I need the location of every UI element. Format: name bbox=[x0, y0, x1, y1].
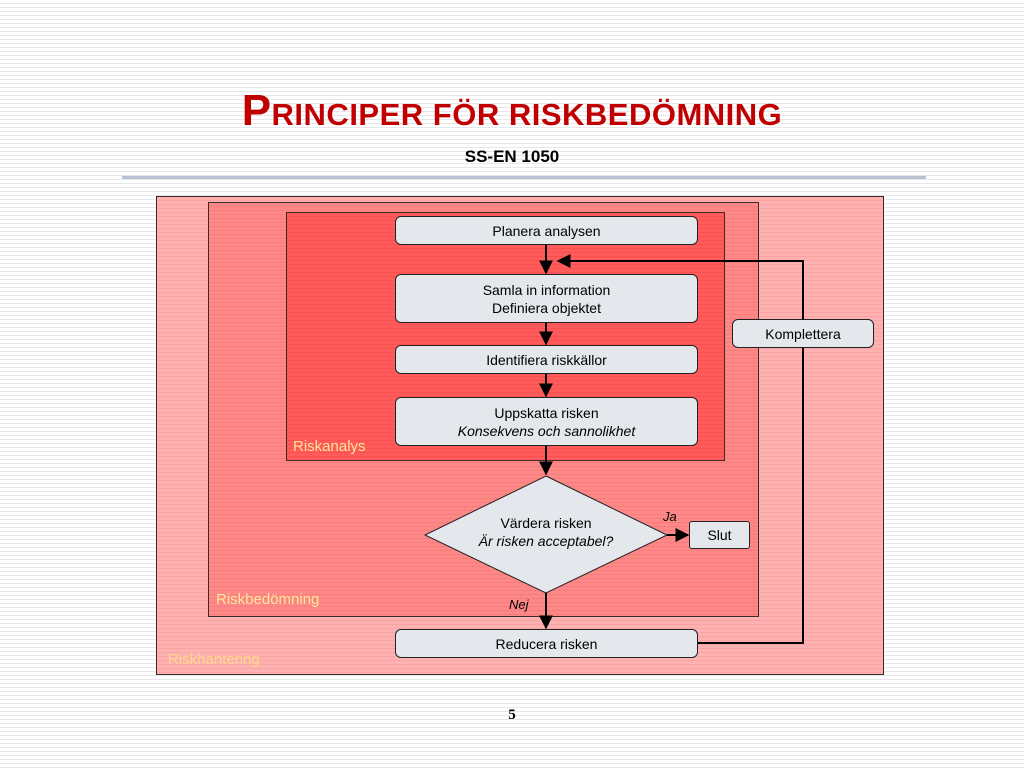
step-estimate-risk: Uppskatta risken Konsekvens och sannolik… bbox=[395, 397, 698, 446]
step-estimate-risk-line1: Uppskatta risken bbox=[494, 404, 599, 421]
step-evaluate-risk-text: Värdera risken Är risken acceptabel? bbox=[440, 514, 652, 550]
title-divider bbox=[122, 176, 926, 179]
step-collect-information-line1: Samla in information bbox=[482, 281, 611, 298]
step-end: Slut bbox=[689, 521, 750, 549]
zone-riskhantering-label: Riskhantering bbox=[168, 651, 260, 668]
edge-label-no: Nej bbox=[509, 597, 529, 612]
step-complement-text: Komplettera bbox=[765, 325, 841, 342]
step-evaluate-risk-line1: Värdera risken bbox=[500, 515, 592, 531]
step-reduce-risk: Reducera risken bbox=[395, 629, 698, 658]
page-title: PRINCIPER FÖR RISKBEDÖMNING bbox=[0, 86, 1024, 136]
step-end-text: Slut bbox=[707, 527, 732, 543]
zone-riskbedomning-label: Riskbedömning bbox=[216, 591, 320, 608]
step-complement: Komplettera bbox=[732, 319, 874, 348]
step-estimate-risk-line2: Konsekvens och sannolikhet bbox=[457, 422, 636, 439]
step-identify-hazards-text: Identifiera riskkällor bbox=[486, 351, 607, 368]
arrow-reduce-feedback-loop bbox=[556, 254, 804, 644]
step-identify-hazards: Identifiera riskkällor bbox=[395, 345, 698, 374]
step-evaluate-risk-line2: Är risken acceptabel? bbox=[478, 533, 614, 549]
step-plan-analysis-text: Planera analysen bbox=[492, 222, 601, 239]
zone-riskanalys-label: Riskanalys bbox=[293, 438, 366, 455]
step-plan-analysis: Planera analysen bbox=[395, 216, 698, 245]
step-reduce-risk-text: Reducera risken bbox=[495, 635, 598, 652]
step-collect-information: Samla in information Definiera objektet bbox=[395, 274, 698, 323]
page-subtitle: SS-EN 1050 bbox=[464, 147, 560, 166]
edge-label-yes: Ja bbox=[663, 509, 677, 524]
page-number: 5 bbox=[508, 707, 516, 723]
step-collect-information-line2: Definiera objektet bbox=[492, 299, 601, 316]
page-title-rest: RINCIPER FÖR RISKBEDÖMNING bbox=[271, 97, 783, 132]
page-title-initial: P bbox=[241, 86, 272, 135]
